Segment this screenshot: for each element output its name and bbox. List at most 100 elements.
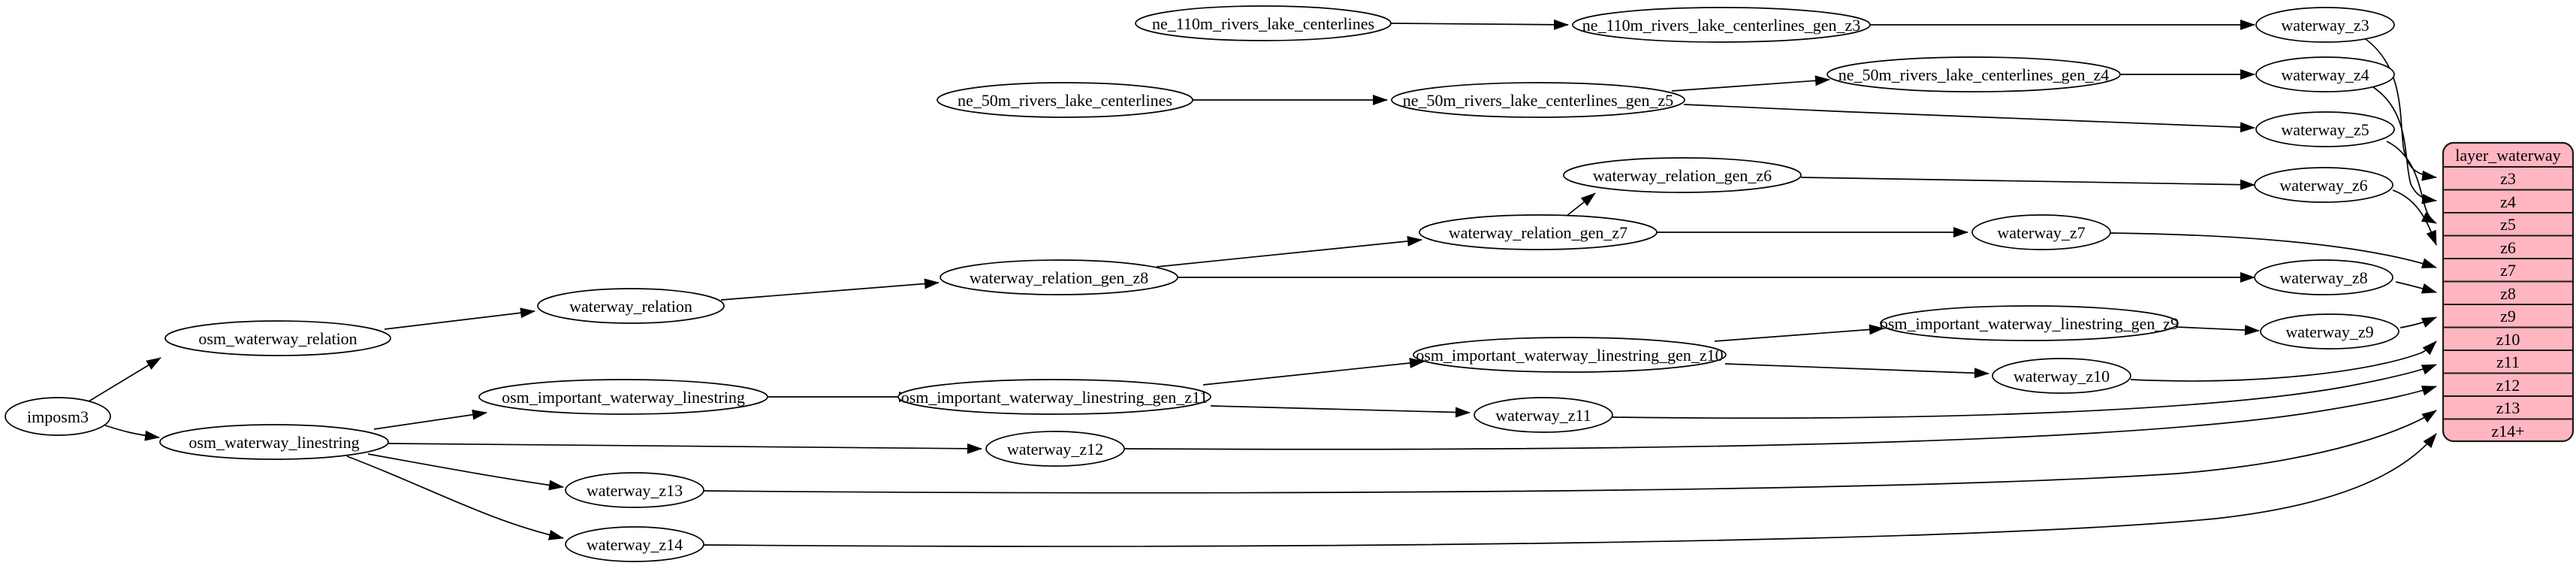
table-row-z12: z12 xyxy=(2496,376,2520,395)
node-ne_110m_rivers_lake_centerlines_gen_z3: ne_110m_rivers_lake_centerlines_gen_z3 xyxy=(1572,7,1871,43)
node-shape xyxy=(2255,7,2395,43)
node-waterway_z4: waterway_z4 xyxy=(2255,56,2395,92)
node-shape xyxy=(1474,397,1613,433)
node-label: waterway_relation_gen_z7 xyxy=(1449,223,1627,242)
node-label: osm_important_waterway_linestring_gen_z1… xyxy=(1416,346,1723,365)
node-label: waterway_z9 xyxy=(2285,322,2373,341)
node-label: waterway_z10 xyxy=(2013,367,2110,386)
node-label: osm_important_waterway_linestring_gen_z9 xyxy=(1880,314,2179,333)
table-row-z13: z13 xyxy=(2496,398,2520,417)
edge-imposm3-osm_waterway_linestring xyxy=(104,425,160,441)
node-label: osm_waterway_relation xyxy=(198,329,357,348)
node-imposm3: imposm3 xyxy=(5,397,111,436)
edge-waterway_z10-row_z10 xyxy=(2130,340,2437,382)
node-shape xyxy=(1419,214,1658,250)
edge-osm_waterway_linestring-waterway_z14 xyxy=(346,456,564,540)
node-osm_important_waterway_linestring_gen_z11: osm_important_waterway_linestring_gen_z1… xyxy=(897,379,1211,415)
node-waterway_z13: waterway_z13 xyxy=(565,472,704,508)
node-shape xyxy=(1826,56,2121,92)
edges-layer xyxy=(88,19,2437,547)
node-shape xyxy=(2260,313,2400,350)
table-row-z7: z7 xyxy=(2500,261,2516,280)
edge-osm_waterway_relation-waterway_relation xyxy=(384,307,535,330)
node-label: ne_50m_rivers_lake_centerlines xyxy=(958,91,1172,110)
node-shape xyxy=(1992,358,2131,394)
node-shape xyxy=(565,472,704,508)
node-label: waterway_z3 xyxy=(2281,16,2369,35)
node-shape xyxy=(985,431,1125,467)
node-osm_waterway_relation: osm_waterway_relation xyxy=(164,320,391,356)
edge-osm_waterway_linestring-waterway_z13 xyxy=(367,453,564,491)
edge-waterway_relation_gen_z6-waterway_z6 xyxy=(1800,177,2255,190)
node-shape xyxy=(2254,259,2394,295)
edge-gen_z10-gen_z9 xyxy=(1714,324,1884,342)
node-shape xyxy=(5,397,111,436)
node-waterway_relation_gen_z6: waterway_relation_gen_z6 xyxy=(1563,157,1802,193)
edge-waterway_z5-row_z5 xyxy=(2386,141,2437,224)
node-shape xyxy=(565,526,704,562)
edge-gen_z11-waterway_z11 xyxy=(1210,405,1470,418)
node-label: waterway_z7 xyxy=(1997,223,2085,242)
table-title: layer_waterway xyxy=(2455,146,2560,165)
edge-waterway_z11-row_z11 xyxy=(1612,364,2437,419)
node-ne_50m_rivers_lake_centerlines_gen_z4: ne_50m_rivers_lake_centerlines_gen_z4 xyxy=(1826,56,2121,92)
node-shape xyxy=(2254,167,2394,203)
node-shape xyxy=(1971,214,2111,250)
node-waterway_z6: waterway_z6 xyxy=(2254,167,2394,203)
edge-gen_z11-gen_z10 xyxy=(1202,358,1425,386)
edge-gen_z10-waterway_z10 xyxy=(1724,363,1989,379)
node-label: waterway_relation_gen_z6 xyxy=(1593,166,1772,185)
edge-waterway_z13-row_z13 xyxy=(703,410,2437,494)
node-osm_waterway_linestring: osm_waterway_linestring xyxy=(159,424,389,460)
node-waterway_z10: waterway_z10 xyxy=(1992,358,2131,394)
node-ne_50m_rivers_lake_centerlines: ne_50m_rivers_lake_centerlines xyxy=(937,82,1193,118)
node-shape xyxy=(164,320,391,356)
node-waterway_z14: waterway_z14 xyxy=(565,526,704,562)
node-waterway_z3: waterway_z3 xyxy=(2255,7,2395,43)
node-waterway_z8: waterway_z8 xyxy=(2254,259,2394,295)
node-shape xyxy=(1572,7,1871,43)
node-waterway_z11: waterway_z11 xyxy=(1474,397,1613,433)
edge-waterway_relation_gen_z7-waterway_relation_gen_z6 xyxy=(1565,192,1596,217)
node-waterway_z12: waterway_z12 xyxy=(985,431,1125,467)
node-shape xyxy=(1135,5,1392,41)
table-row-z4: z4 xyxy=(2500,192,2516,211)
table-outline xyxy=(2442,141,2574,443)
node-shape xyxy=(897,379,1211,415)
edge-imposm3-osm_waterway_relation xyxy=(88,357,161,402)
edge-waterway_z6-row_z6 xyxy=(2392,189,2437,246)
node-waterway_z9: waterway_z9 xyxy=(2260,313,2400,350)
table-row-z11: z11 xyxy=(2496,353,2520,371)
node-waterway_z7: waterway_z7 xyxy=(1971,214,2111,250)
edge-waterway_z12-row_z12 xyxy=(1124,386,2437,450)
edge-osm_waterway_linestring-osm_important_waterway_linestring xyxy=(373,409,487,430)
layer-waterway-table: layer_waterway z3 z4 z5 z6 z7 z8 z9 z10 … xyxy=(2442,141,2574,443)
node-shape xyxy=(1413,337,1727,373)
table-row-z3: z3 xyxy=(2500,169,2516,188)
edge-gen_z9-waterway_z9 xyxy=(2176,325,2260,336)
node-label: waterway_relation_gen_z8 xyxy=(970,268,1148,287)
node-shape xyxy=(159,424,389,460)
table-row-z6: z6 xyxy=(2500,238,2516,257)
table-row-z9: z9 xyxy=(2500,307,2516,325)
node-ne_110m_rivers_lake_centerlines: ne_110m_rivers_lake_centerlines xyxy=(1135,5,1392,41)
edge-osm_waterway_linestring-waterway_z12 xyxy=(388,443,982,454)
node-ne_50m_rivers_lake_centerlines_gen_z5: ne_50m_rivers_lake_centerlines_gen_z5 xyxy=(1391,82,1685,118)
node-waterway_relation: waterway_relation xyxy=(537,288,725,324)
edge-waterway_relation_gen_z8-waterway_relation_gen_z7 xyxy=(1156,235,1422,268)
node-shape xyxy=(1563,157,1802,193)
node-label: ne_110m_rivers_lake_centerlines xyxy=(1152,14,1374,33)
node-label: waterway_z6 xyxy=(2279,176,2367,195)
edge-waterway_relation-waterway_relation_gen_z8 xyxy=(720,278,940,301)
table-row-z14plus: z14+ xyxy=(2491,422,2524,440)
node-osm_important_waterway_linestring: osm_important_waterway_linestring xyxy=(478,379,768,415)
table-row-z10: z10 xyxy=(2496,330,2520,349)
node-label: waterway_z13 xyxy=(587,481,683,500)
node-label: osm_important_waterway_linestring xyxy=(502,388,745,407)
edge-waterway_z3-row_z3 xyxy=(2365,38,2437,181)
node-label: waterway_z8 xyxy=(2279,268,2367,287)
node-shape xyxy=(937,82,1193,118)
edge-waterway_z14-row_z14 xyxy=(703,433,2437,547)
